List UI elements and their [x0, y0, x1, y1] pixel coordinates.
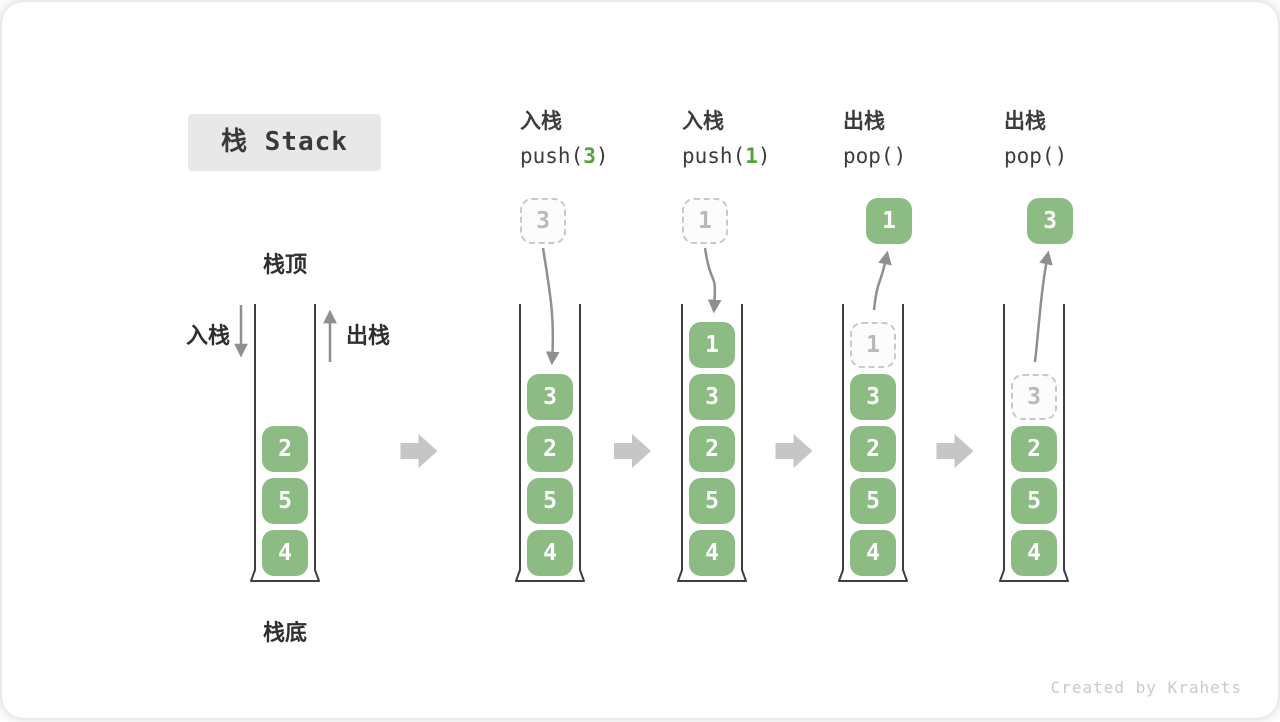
push-side-label: 入栈 [185, 324, 230, 349]
stack-item-5: 5 [527, 478, 573, 524]
pop-flow-arrow [1033, 250, 1053, 363]
stack-ghost-item-3: 3 [1011, 374, 1057, 420]
operation-code: push(3) [520, 144, 609, 168]
stack-item-5: 5 [850, 478, 896, 524]
stack-item-5: 5 [1011, 478, 1057, 524]
stack-item-4: 4 [689, 530, 735, 576]
push-flow-arrow [703, 247, 722, 314]
floating-ghost-element-3: 3 [520, 198, 566, 244]
stack-item-2: 2 [689, 426, 735, 472]
stack-item-1: 1 [689, 322, 735, 368]
operation-code: pop() [843, 144, 907, 168]
pop-flow-arrow [872, 250, 892, 311]
step-arrow [936, 434, 974, 468]
operation-label: 入栈 [682, 109, 724, 133]
page-title: 栈 Stack [188, 114, 381, 171]
stack-item-3: 3 [689, 374, 735, 420]
stack-item-4: 4 [262, 530, 308, 576]
stack-item-5: 5 [689, 478, 735, 524]
stack-item-2: 2 [527, 426, 573, 472]
stack-item-4: 4 [527, 530, 573, 576]
operation-label: 出栈 [1004, 109, 1046, 133]
push-flow-arrow [541, 247, 560, 366]
floating-popped-element-1: 1 [866, 198, 912, 244]
step-arrow [614, 434, 651, 468]
code-argument: 1 [745, 144, 758, 168]
stack-item-2: 2 [262, 426, 308, 472]
stack-item-4: 4 [1011, 530, 1057, 576]
operation-code: pop() [1004, 144, 1068, 168]
column-header-3: 入栈 push(1) [682, 104, 862, 174]
column-header-5: 出栈 pop() [1004, 104, 1184, 174]
code-argument: 3 [583, 144, 596, 168]
floating-popped-element-3: 3 [1027, 198, 1073, 244]
stack-item-2: 2 [850, 426, 896, 472]
stack-ghost-item-1: 1 [850, 322, 896, 368]
operation-label: 出栈 [843, 109, 885, 133]
step-arrow [775, 434, 813, 468]
step-arrow [400, 434, 438, 468]
operation-label: 入栈 [520, 109, 562, 133]
stack-bottom-label: 栈底 [262, 621, 307, 646]
watermark-credit: Created by Krahets [1050, 678, 1242, 697]
stack-item-3: 3 [527, 374, 573, 420]
floating-ghost-element-1: 1 [682, 198, 728, 244]
stack-item-5: 5 [262, 478, 308, 524]
operation-code: push(1) [682, 144, 771, 168]
stack-item-3: 3 [850, 374, 896, 420]
column-header-2: 入栈 push(3) [520, 104, 700, 174]
stack-item-4: 4 [850, 530, 896, 576]
stack-top-label: 栈顶 [262, 253, 307, 278]
column-header-4: 出栈 pop() [843, 104, 1023, 174]
flow-arrows [234, 247, 1053, 468]
stack-item-2: 2 [1011, 426, 1057, 472]
pop-side-label: 出栈 [346, 324, 391, 349]
